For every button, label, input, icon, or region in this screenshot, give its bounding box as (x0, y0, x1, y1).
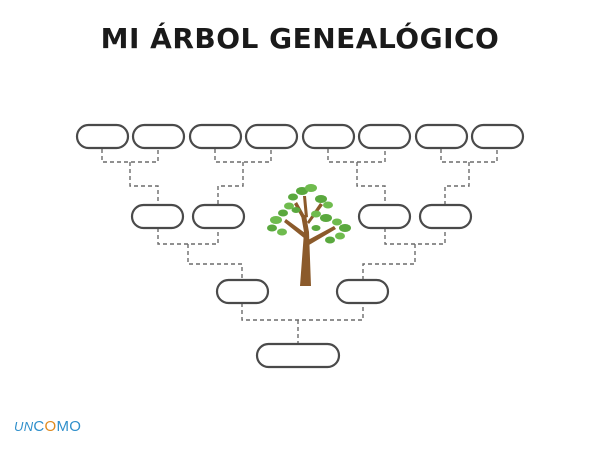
connector-ggp-1-2 (101, 149, 159, 205)
name-slot[interactable] (414, 123, 469, 150)
name-slot[interactable] (130, 203, 185, 230)
name-slot[interactable] (301, 123, 356, 150)
name-slot[interactable] (357, 123, 412, 150)
name-slot[interactable] (470, 123, 525, 150)
generation-parents (215, 278, 390, 305)
tree-icon (267, 184, 351, 286)
connector-gp-3-4 (362, 228, 446, 281)
connector-gp-1-2 (157, 228, 243, 281)
generation-self (255, 342, 341, 369)
name-slot[interactable] (215, 278, 270, 305)
name-slot[interactable] (255, 342, 341, 369)
connector-ggp-5-6 (327, 149, 386, 205)
connector-parents (241, 303, 364, 344)
name-slot[interactable] (75, 123, 130, 150)
name-slot[interactable] (131, 123, 186, 150)
uncomo-logo: UNCOMO (14, 418, 82, 435)
name-slot[interactable] (357, 203, 412, 230)
name-slot[interactable] (191, 203, 246, 230)
connectors (101, 149, 498, 344)
generation-great-grandparents (75, 123, 525, 150)
name-slot[interactable] (418, 203, 473, 230)
name-slot[interactable] (244, 123, 299, 150)
connector-ggp-7-8 (440, 149, 498, 205)
generation-grandparents (130, 203, 473, 230)
name-slot[interactable] (335, 278, 390, 305)
connector-ggp-3-4 (214, 149, 272, 205)
name-slot[interactable] (188, 123, 243, 150)
page-title: MI ÁRBOL GENEALÓGICO (100, 22, 500, 55)
